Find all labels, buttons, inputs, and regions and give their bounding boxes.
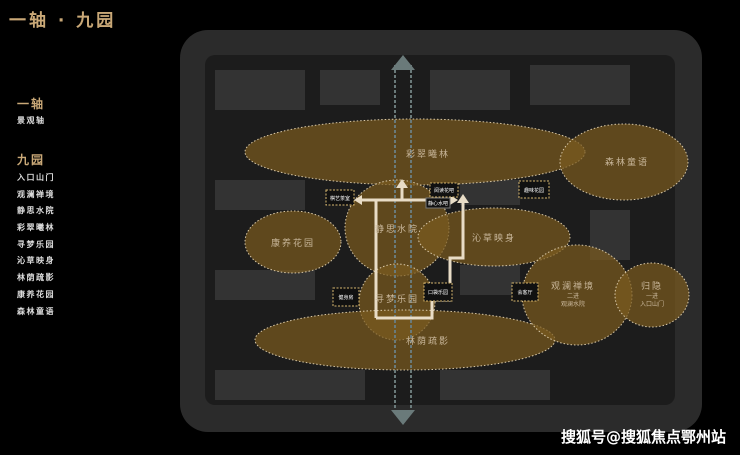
zone-label-qincao: 沁草映身 [472, 232, 516, 244]
legend-item: 康养花园 [17, 289, 55, 299]
zone-kangyang[interactable] [244, 210, 342, 274]
zone-label-senlin: 森林童语 [605, 156, 649, 168]
facility-yuedu: 阅读花吧 [434, 187, 454, 194]
zone-qincao[interactable] [417, 207, 571, 267]
zone-sub-guiyin-1: 一进 [646, 292, 658, 300]
route-arrows [354, 179, 469, 205]
facility-jingxin: 静心水吧 [428, 200, 448, 207]
zone-label-xunmeng: 寻梦乐园 [375, 293, 419, 305]
zone-senlin[interactable] [559, 123, 689, 201]
axis-arrow-up-icon [391, 55, 415, 70]
zone-label-kangyang: 康养花园 [271, 237, 315, 249]
zone-label-guanlan: 观澜禅境 [551, 280, 595, 292]
facility-huike: 会客厅 [517, 289, 532, 296]
legend-item: 静思水院 [17, 206, 55, 216]
legend-item: 沁草映身 [17, 256, 55, 266]
legend-item: 景观轴 [17, 116, 46, 125]
facility-quwei: 趣味花园 [524, 187, 544, 194]
legend-item: 彩翠曦林 [17, 223, 55, 233]
legend-item: 林荫疏影 [17, 273, 55, 283]
zone-label-jingsi: 静思水院 [375, 223, 419, 235]
page-title: 一轴 · 九园 [9, 11, 117, 31]
facility-boxes [325, 180, 550, 307]
legend-item: 森林童语 [17, 306, 55, 316]
legend-item: 观澜禅境 [17, 189, 55, 199]
facility-qiyi: 棋艺茶室 [330, 195, 350, 202]
legend-axis-heading: 一轴 [17, 97, 46, 111]
legend-item: 寻梦乐园 [17, 239, 55, 249]
legend-item: 入口山门 [17, 173, 55, 182]
zone-label-caicui: 彩翠曦林 [406, 148, 450, 160]
axis-arrow-down-icon [391, 410, 415, 425]
landscape-axis [394, 65, 412, 415]
facility-koudai: 口袋乐园 [428, 289, 448, 296]
legend-gardens: 九园 入口山门 观澜禅境 静思水院 彩翠曦林 寻梦乐园 沁草映身 林荫疏影 康养… [17, 151, 55, 322]
watermark: 搜狐号@搜狐焦点鄂州站 [560, 428, 726, 446]
zone-sub-guiyin-2: 入口山门 [640, 300, 664, 308]
legend-axis: 一轴 景观轴 [17, 95, 46, 132]
zone-sub-guanlan-2: 观澜水院 [561, 300, 585, 308]
zone-guiyin[interactable] [614, 262, 690, 328]
facility-jianshen: 健身房 [338, 294, 353, 301]
buildings [215, 65, 630, 400]
zone-label-guiyin: 归隐 [641, 280, 663, 292]
zone-sub-guanlan-1: 二进 [567, 292, 579, 300]
zone-label-linyin: 林荫疏影 [406, 335, 450, 347]
legend-gardens-heading: 九园 [17, 153, 46, 167]
